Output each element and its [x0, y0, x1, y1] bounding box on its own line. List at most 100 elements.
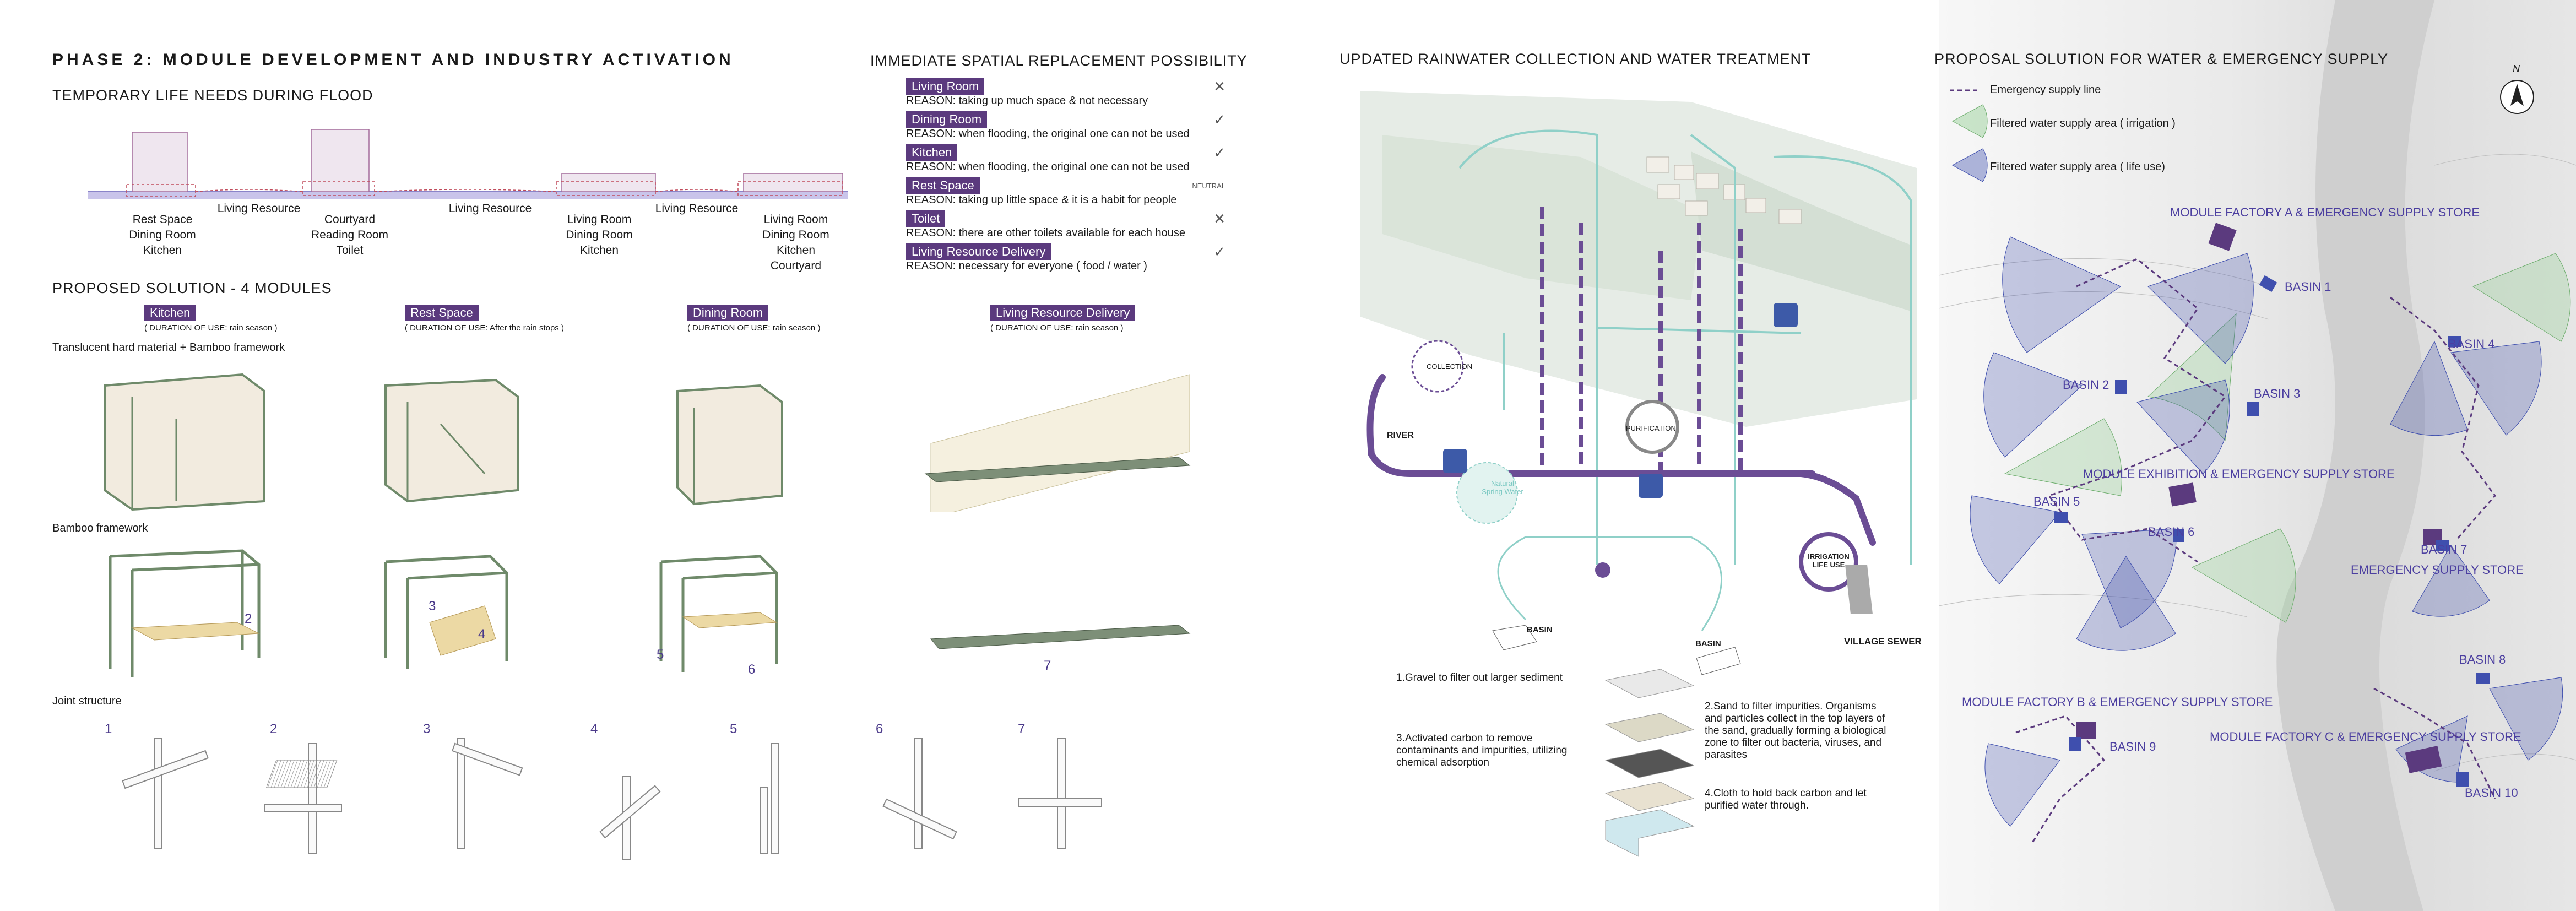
module-dining-room: Dining Room ( DURATION OF USE: rain seas…: [687, 305, 821, 333]
callout-7: 7: [1044, 658, 1051, 673]
callout-2: 2: [245, 611, 252, 626]
store-factory-b: [2076, 722, 2096, 739]
phase-title: PHASE 2: MODULE DEVELOPMENT AND INDUSTRY…: [52, 51, 734, 69]
label-basin-1: BASIN: [1527, 625, 1553, 635]
house-4: [743, 173, 843, 192]
legend-life-use: Filtered water supply area ( life use): [1990, 161, 2165, 173]
replacement-list: Living Room ✕ REASON: taking up much spa…: [906, 78, 1225, 276]
delivery-platform: [924, 457, 1191, 482]
map-background: [1939, 0, 2576, 911]
flood-group-6: Living Resource: [655, 202, 739, 215]
step-2: 2.Sand to filter impurities. Organisms a…: [1705, 701, 1886, 761]
bamboo-frameworks: [109, 549, 1191, 677]
rainwater-title: UPDATED RAINWATER COLLECTION AND WATER T…: [1339, 51, 1812, 67]
proposal-title: PROPOSAL SOLUTION FOR WATER & EMERGENCY …: [1934, 51, 2389, 67]
label-basin-2: BASIN: [1695, 639, 1721, 648]
rest-module-box: [384, 378, 519, 503]
north-label: N: [2513, 63, 2520, 74]
delivery-panel: [930, 374, 1190, 512]
rest-chair: [429, 605, 496, 656]
basin-5-marker: [2054, 512, 2068, 523]
label-river: RIVER: [1387, 431, 1414, 440]
replacement-item: Kitchen ✓ REASON: when flooding, the ori…: [906, 144, 1225, 173]
collection-circle: [1411, 340, 1464, 393]
replacement-item: Rest Space NEUTRAL REASON: taking up lit…: [906, 177, 1225, 206]
label-basin-3: BASIN 3: [2254, 387, 2301, 400]
basin-3-marker: [2247, 402, 2259, 416]
label-exhibition: MODULE EXHIBITION & EMERGENCY SUPPLY STO…: [2083, 467, 2395, 481]
filtration-layers: [1604, 669, 1695, 857]
house-1: [132, 132, 188, 192]
water-band: [88, 192, 848, 199]
label-basin-6: BASIN 6: [2148, 525, 2195, 539]
store-factory-a: [2208, 223, 2237, 251]
river: [2276, 0, 2434, 911]
label-basin-8: BASIN 8: [2459, 653, 2506, 666]
delivery-platform-2: [930, 625, 1191, 649]
basin-7-marker: [2436, 540, 2449, 551]
proposed-title: PROPOSED SOLUTION - 4 MODULES: [52, 280, 332, 296]
rain-icon-1: [1443, 449, 1467, 473]
module-living-resource: Living Resource Delivery ( DURATION OF U…: [990, 305, 1136, 333]
basin-8-marker: [2476, 673, 2490, 684]
joint-number: 3: [423, 722, 431, 736]
store-factory-c: [2405, 746, 2442, 773]
label-emergency-store: EMERGENCY SUPPLY STORE: [2351, 563, 2524, 577]
label-basin-7: BASIN 7: [2421, 543, 2467, 556]
label-basin-1: BASIN 1: [2285, 280, 2331, 294]
label-factory-b: MODULE FACTORY B & EMERGENCY SUPPLY STOR…: [1962, 695, 2273, 709]
label-basin-10: BASIN 10: [2465, 786, 2518, 800]
joint-details: [122, 738, 1102, 860]
basin-1: [1492, 625, 1537, 650]
module-kitchen: Kitchen ( DURATION OF USE: rain season ): [144, 305, 278, 333]
joint-number: 1: [105, 722, 112, 736]
callout-6: 6: [748, 662, 756, 677]
joint-number: 6: [876, 722, 883, 736]
dining-module-box: [676, 384, 783, 506]
label-purification: PURIFICATION: [1626, 424, 1676, 432]
basin-10-marker: [2456, 772, 2469, 787]
basin-6-marker: [2173, 529, 2184, 542]
joint-number: 4: [590, 722, 598, 736]
module-rest-space: Rest Space ( DURATION OF USE: After the …: [405, 305, 564, 333]
store-exhibition: [2168, 482, 2197, 507]
row2-label: Bamboo framework: [52, 522, 148, 534]
filter-icon: [1639, 474, 1663, 498]
joint-number: 7: [1018, 722, 1026, 736]
kitchen-module-box: [104, 373, 265, 511]
step-4: 4.Cloth to hold back carbon and let puri…: [1705, 788, 1867, 811]
row3-label: Joint structure: [52, 695, 122, 707]
dining-board: [682, 612, 778, 628]
replacement-item: Living Room ✕ REASON: taking up much spa…: [906, 78, 1225, 107]
label-natural-spring: Natural Spring Water: [1482, 479, 1523, 496]
house-3: [561, 173, 656, 192]
legend-irrigation: Filtered water supply area ( irrigation …: [1990, 117, 2176, 129]
supply-map: [1939, 0, 2576, 911]
rain-icon-2: [1774, 303, 1798, 327]
basin-9-marker: [2069, 737, 2081, 751]
label-collection: COLLECTION: [1427, 362, 1473, 371]
flood-group-2: Living Resource: [217, 202, 301, 215]
label-village-sewer: VILLAGE SEWER: [1844, 636, 1922, 647]
label-basin-2: BASIN 2: [2063, 378, 2109, 392]
flood-group-4: Living Resource: [448, 202, 532, 215]
kitchen-board: [131, 622, 260, 641]
label-irrigation: IRRIGATION LIFE USE: [1808, 552, 1850, 569]
replacement-item: Dining Room ✓ REASON: when flooding, the…: [906, 111, 1225, 140]
translucent-modules: [104, 373, 1191, 512]
joint-number: 5: [730, 722, 737, 736]
replacement-item: Toilet ✕ REASON: there are other toilets…: [906, 210, 1225, 239]
replacement-item: Living Resource Delivery ✓ REASON: neces…: [906, 243, 1225, 272]
label-basin-4: BASIN 4: [2448, 337, 2495, 351]
replacement-title: IMMEDIATE SPATIAL REPLACEMENT POSSIBILIT…: [870, 52, 1248, 69]
flood-strip-diagram: [88, 129, 848, 199]
legend-emergency-line: Emergency supply line: [1990, 84, 2101, 96]
purification-circle: [1625, 400, 1679, 454]
basin-2: [1696, 647, 1741, 675]
basin-4-marker: [2448, 336, 2461, 347]
basin-2-marker: [2115, 380, 2127, 394]
